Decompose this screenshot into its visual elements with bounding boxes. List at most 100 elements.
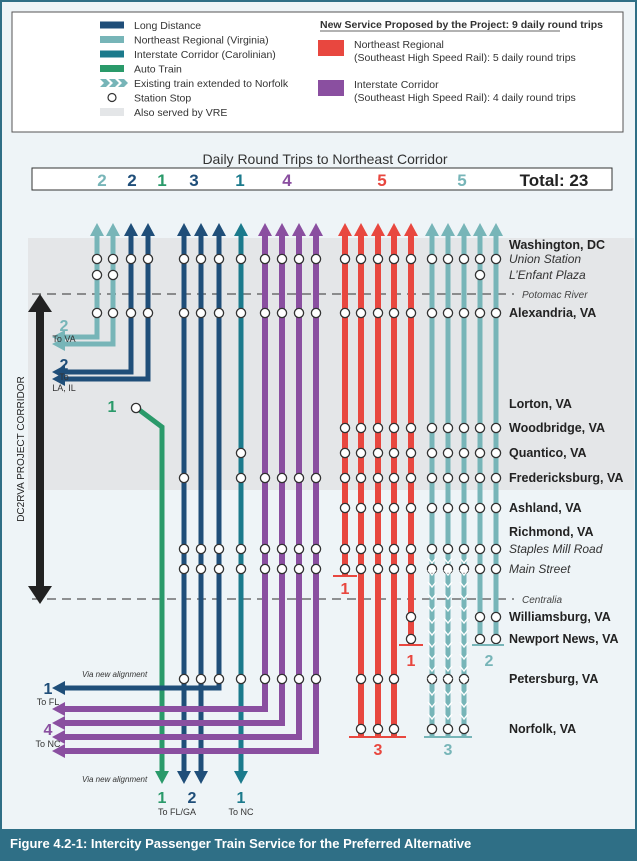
station-stop <box>276 253 288 265</box>
station-stop <box>490 611 502 623</box>
station-label: Lorton, VA <box>509 397 572 411</box>
station-stop <box>91 253 103 265</box>
station-stop <box>107 307 119 319</box>
legend-item-auto-train: Auto Train <box>134 64 182 76</box>
station-stop <box>490 422 502 434</box>
station-stop <box>339 543 351 555</box>
count-ne-regional-va: 2 <box>97 171 106 190</box>
station-stop <box>426 253 438 265</box>
legend-swatch-vre <box>100 108 124 116</box>
interstate-shsr-train <box>64 233 319 754</box>
station-stop <box>426 502 438 514</box>
station-stop <box>195 307 207 319</box>
to-fl-label: To FL <box>37 697 60 707</box>
station-stop <box>195 253 207 265</box>
station-stop <box>235 673 247 685</box>
station-stop <box>426 422 438 434</box>
station-stop <box>355 563 367 575</box>
station-stop <box>293 673 305 685</box>
station-stop <box>426 447 438 459</box>
station-stop <box>405 563 417 575</box>
legend-swatch-interstate-carolinian <box>100 50 124 58</box>
station-stop <box>388 723 400 735</box>
station-label: Main Street <box>509 562 571 576</box>
station-stop <box>276 543 288 555</box>
station-stop <box>213 307 225 319</box>
extension-chevron <box>459 593 469 601</box>
extension-chevron <box>443 593 453 601</box>
station-stop <box>213 673 225 685</box>
station-stop <box>442 447 454 459</box>
extension-chevron <box>459 665 469 673</box>
extension-chevron <box>443 641 453 649</box>
station-stop <box>293 472 305 484</box>
station-stop <box>388 563 400 575</box>
station-stop <box>474 543 486 555</box>
station-stop <box>355 543 367 555</box>
station-stop <box>372 673 384 685</box>
train-arrow-up <box>106 223 120 236</box>
extension-chevron <box>443 629 453 637</box>
station-stop <box>235 563 247 575</box>
station-stop <box>388 253 400 265</box>
train-arrow-up <box>338 223 352 236</box>
station-stop <box>178 472 190 484</box>
station-stop <box>405 502 417 514</box>
legend-swatch-extension <box>118 79 128 87</box>
station-stop <box>276 472 288 484</box>
to-fl-ga-count-auto: 1 <box>158 790 167 807</box>
train-arrow-down <box>234 771 248 784</box>
station-stop <box>235 307 247 319</box>
legend-swatch-extension <box>100 79 110 87</box>
to-fl-count: 1 <box>44 681 53 698</box>
station-stop <box>442 422 454 434</box>
station-label: Union Station <box>509 252 581 266</box>
station-stop <box>142 307 154 319</box>
extension-chevron <box>427 653 437 661</box>
station-stop <box>195 673 207 685</box>
station-stop <box>490 253 502 265</box>
diagram-title: Daily Round Trips to Northeast Corridor <box>202 151 447 167</box>
station-stop <box>235 543 247 555</box>
count-ne-regional-va: 5 <box>457 171 466 190</box>
station-stop <box>442 472 454 484</box>
station-stop <box>339 447 351 459</box>
station-stop <box>442 253 454 265</box>
station-stop <box>355 472 367 484</box>
train-arrow-left <box>52 716 65 730</box>
auto-train-terminal <box>130 402 142 414</box>
station-stop <box>372 563 384 575</box>
station-stop <box>372 422 384 434</box>
station-stop <box>405 472 417 484</box>
legend-item-long-distance: Long Distance <box>134 20 201 32</box>
to-fl-ga-count-ld: 2 <box>188 790 197 807</box>
station-stop <box>235 447 247 459</box>
station-stop <box>458 447 470 459</box>
station-stop <box>426 307 438 319</box>
station-stop <box>405 543 417 555</box>
station-stop <box>442 502 454 514</box>
station-stop <box>458 723 470 735</box>
corridor-arrow-up-head <box>28 294 52 312</box>
train-arrow-up <box>489 223 503 236</box>
count-interstate-carolinian: 1 <box>235 171 244 190</box>
station-stop <box>178 307 190 319</box>
station-stop <box>178 673 190 685</box>
train-arrow-up <box>404 223 418 236</box>
station-label: Woodbridge, VA <box>509 421 605 435</box>
station-stop <box>458 253 470 265</box>
extension-chevron <box>459 677 469 685</box>
new-service-title: New Service Proposed by the Project: 9 d… <box>320 19 603 31</box>
train-arrow-up <box>441 223 455 236</box>
extension-chevron <box>443 689 453 697</box>
ne-regional-va-train <box>64 233 100 340</box>
extension-chevron <box>443 701 453 709</box>
extension-chevron <box>427 605 437 613</box>
teal-terminus-count: 3 <box>444 742 453 759</box>
extension-chevron <box>459 653 469 661</box>
extension-chevron <box>427 713 437 721</box>
via-new-alignment-label: Via new alignment <box>82 775 148 784</box>
interstate-shsr-train <box>64 233 268 712</box>
